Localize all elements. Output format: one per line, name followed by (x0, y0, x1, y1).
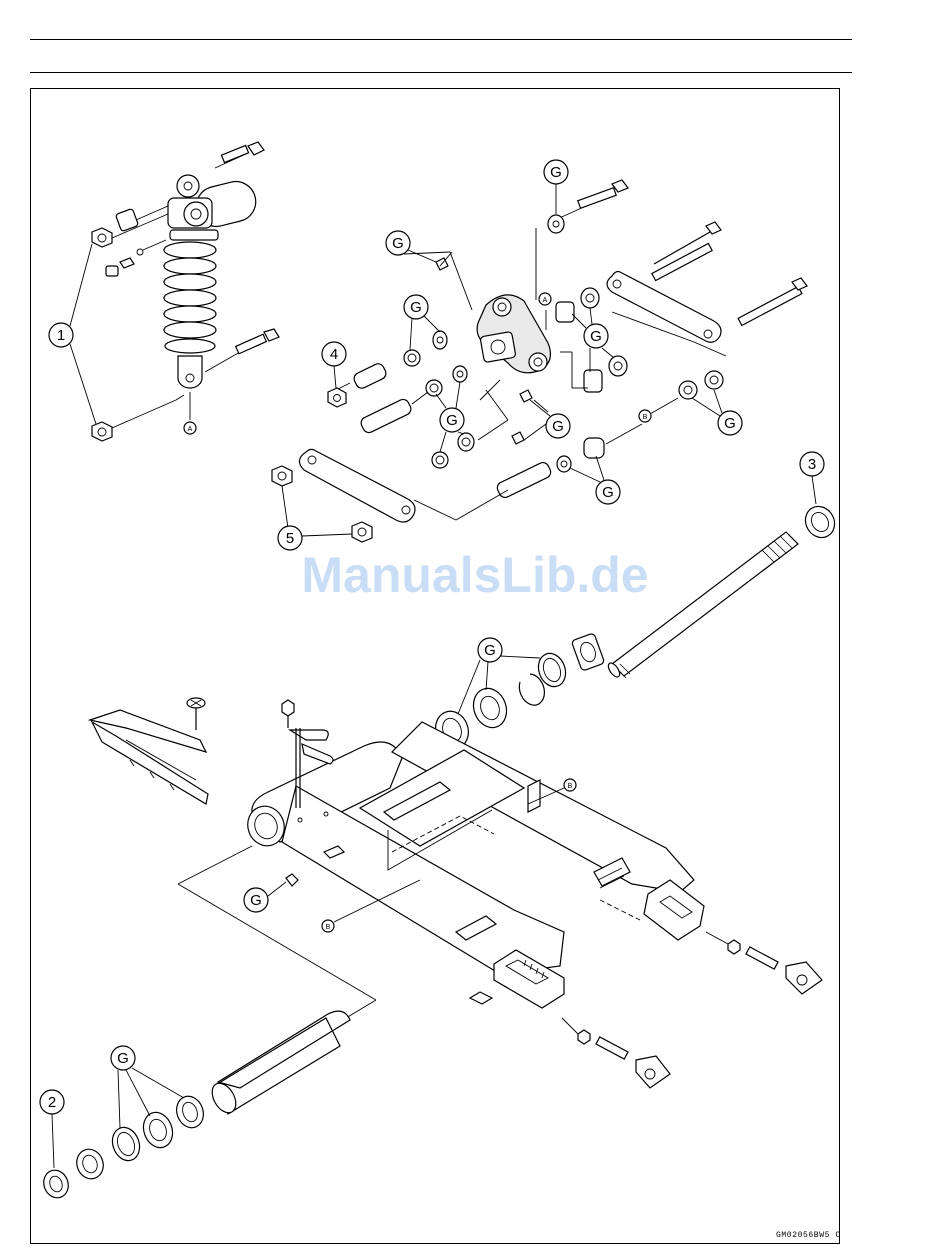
svg-text:G: G (410, 299, 422, 316)
shock-nut-upper (92, 228, 112, 247)
callout-g-link-lower: G (570, 456, 620, 504)
svg-text:B: B (326, 924, 331, 931)
ref-mark-a-rocker: A (539, 293, 551, 305)
callout-2: 2 (40, 1090, 64, 1168)
callout-g-grease-top: G (386, 231, 436, 262)
chain-slider (90, 710, 208, 804)
swingarm-grease-nipple (286, 874, 298, 886)
ball-bearing-left (139, 1108, 178, 1151)
shock-top-eye (177, 175, 199, 197)
svg-text:B: B (643, 414, 648, 421)
ref-mark-b-linkage: B (639, 410, 651, 422)
tie-rod-bolt-lower (738, 278, 807, 325)
tie-rod-nut-upper (272, 466, 292, 486)
callout-g-grease-lower: G (524, 400, 570, 440)
callout-g-swingarm: G (244, 882, 286, 912)
tie-rod-link-lower (299, 449, 508, 522)
chain-guide-bolt (282, 700, 294, 728)
callout-g-upper-bolt: G (544, 160, 568, 214)
shock-lower-bolt (205, 329, 279, 372)
pivot-collar-right (571, 633, 604, 671)
ref-mark-a-shock: A (184, 422, 196, 434)
svg-text:G: G (602, 484, 614, 501)
shock-sleeve (106, 266, 118, 276)
svg-text:G: G (550, 164, 562, 181)
tie-rod-nut-lower (352, 522, 372, 542)
chain-adjuster-left (562, 1018, 670, 1088)
shock-spring (164, 230, 218, 353)
callout-g-rocker-right: G (572, 308, 614, 372)
grease-nipple-lower (512, 432, 524, 444)
circlip (519, 674, 544, 705)
svg-text:G: G (484, 642, 496, 659)
tie-rod-bolt-upper (652, 222, 721, 281)
svg-text:G: G (552, 418, 564, 435)
callout-3: 3 (800, 452, 824, 504)
pivot-collar-cap (73, 1145, 108, 1182)
watermark-text: ManualsLib.de (301, 547, 648, 603)
pivot-seal-left (108, 1124, 144, 1165)
drawing-code: GM02056BW5 C (776, 1231, 841, 1240)
pivot-collar-left (207, 1011, 350, 1117)
svg-text:G: G (117, 1050, 129, 1067)
callout-g-link-right: G (692, 390, 742, 435)
svg-text:B: B (568, 783, 573, 790)
svg-text:2: 2 (48, 1094, 56, 1111)
rocker-nut (328, 388, 346, 407)
shock-lower-clevis (178, 356, 202, 388)
svg-text:G: G (250, 892, 262, 909)
callout-4: 4 (322, 342, 346, 388)
shock-nut-lower (92, 422, 112, 441)
svg-text:G: G (446, 412, 458, 429)
ball-bearing-right (468, 684, 512, 733)
pivot-nut-left (40, 1167, 72, 1202)
svg-text:A: A (543, 297, 548, 304)
chain-slider-screw (187, 698, 205, 730)
pivot-shaft-nut (800, 501, 840, 543)
tie-rod-link-upper (607, 272, 721, 343)
svg-text:G: G (590, 328, 602, 345)
rear-shock-absorber (92, 142, 279, 441)
swingarm (242, 722, 704, 1008)
svg-text:5: 5 (286, 530, 294, 547)
callout-1: 1 (49, 244, 96, 424)
svg-text:A: A (188, 426, 193, 433)
svg-text:1: 1 (57, 327, 65, 344)
shock-top-bolt (215, 142, 264, 168)
svg-text:4: 4 (330, 346, 338, 363)
svg-text:G: G (724, 415, 736, 432)
needle-bearing-left (172, 1093, 207, 1132)
svg-text:3: 3 (808, 456, 816, 473)
chain-adjuster-right (706, 932, 822, 994)
shock-grease-fitting (120, 258, 134, 268)
callout-5: 5 (278, 486, 352, 550)
svg-text:G: G (392, 235, 404, 252)
tie-rod-bearings (557, 371, 723, 472)
rocker-upper-washer (548, 215, 564, 233)
